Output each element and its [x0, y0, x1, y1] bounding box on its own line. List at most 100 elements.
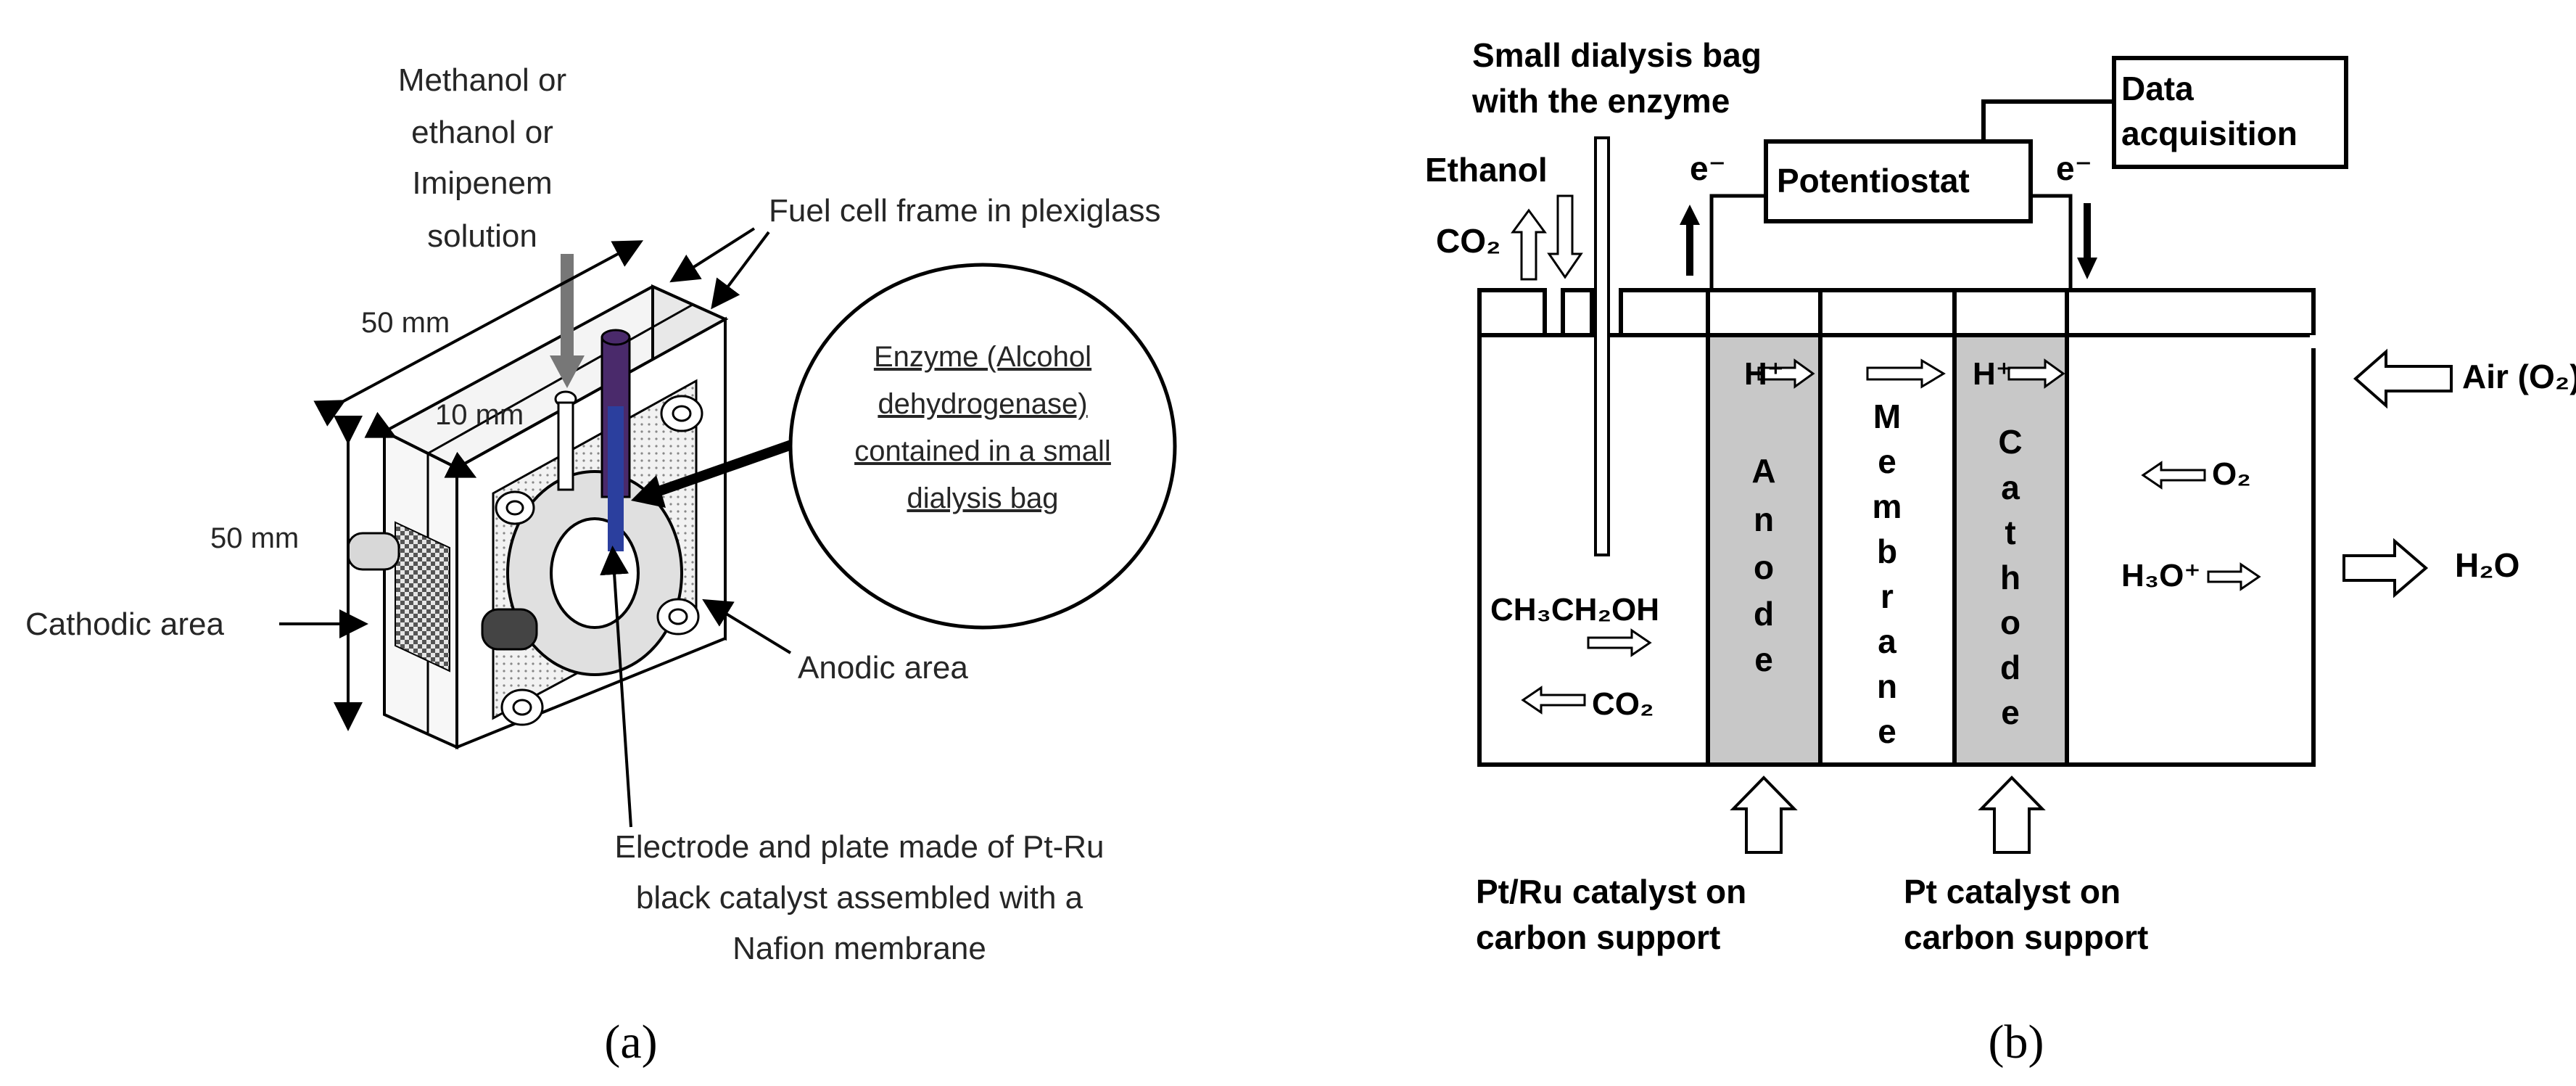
anode-port — [481, 608, 538, 651]
ch3ch2oh-label: CH₃CH₂OH — [1490, 592, 1659, 628]
co2-bottom-label: CO₂ — [1592, 686, 1654, 722]
co2-up-arrow — [1511, 208, 1547, 281]
cathode-letter: h — [2000, 559, 2020, 596]
lid-seg-1 — [1477, 288, 1547, 337]
h3o-arrow — [2207, 562, 2261, 591]
anode-electrode — [1706, 333, 1822, 767]
cathodic-label: Cathodic area — [25, 606, 224, 642]
membrane-letter: b — [1877, 532, 1897, 570]
ethanol-in-arrow — [1587, 628, 1652, 657]
h-plus-arrow-2 — [1866, 358, 1946, 389]
screws — [495, 395, 703, 726]
cathode-letter: o — [2000, 604, 2020, 641]
o2-label: O₂ — [2212, 456, 2251, 492]
fuel-label-1: Methanol or — [398, 62, 566, 98]
enzyme-arrow — [651, 437, 800, 498]
anode-letter: o — [1754, 548, 1774, 586]
enzyme-arrowhead — [631, 475, 666, 508]
h-plus-anode-label: H⁺ — [1744, 356, 1784, 392]
catalyst-left-2: carbon support — [1476, 918, 1720, 956]
h-plus-arrow-1 — [1757, 358, 1815, 389]
dim-depth-label: 10 mm — [435, 399, 524, 431]
data-acq-label-2: acquisition — [2121, 115, 2298, 152]
potentiostat-label: Potentiostat — [1777, 162, 1970, 199]
co2-out-arrow — [1521, 686, 1586, 715]
cathode-wire — [2031, 194, 2073, 290]
h2o-label: H₂O — [2455, 546, 2519, 584]
catalyst-right-1: Pt catalyst on — [1904, 873, 2121, 910]
cathode-letters: C a t h o d e — [1998, 423, 2022, 731]
co2-top-label: CO₂ — [1436, 222, 1500, 260]
enzyme-callout-1: Enzyme (Alcohol — [874, 341, 1091, 373]
catalyst-right-arrow — [1978, 776, 2046, 854]
anodic-arrow — [702, 598, 792, 654]
fill-tube — [557, 401, 574, 491]
membrane-letter: a — [1878, 622, 1896, 660]
electrode-arrow — [600, 546, 632, 828]
anodic-label: Anodic area — [798, 650, 968, 686]
anode-letter: e — [1754, 641, 1773, 678]
cathode-letter: e — [2001, 694, 2020, 731]
dim-depth-line — [364, 411, 477, 478]
membrane-letter: r — [1881, 577, 1894, 615]
frame-arrow-2 — [711, 231, 770, 310]
dim-top-label: 50 mm — [361, 307, 450, 339]
electron-right-label: e⁻ — [2056, 149, 2092, 187]
membrane-letter: M — [1873, 398, 1901, 435]
dialysis-label-2: with the enzyme — [1471, 82, 1730, 120]
fuel-label-3: Imipenem — [412, 165, 552, 201]
dim-side-label: 50 mm — [210, 522, 299, 554]
anode-letter: A — [1751, 452, 1775, 490]
potentiostat-to-daq-wire — [1981, 99, 2114, 141]
air-arrow — [2353, 348, 2453, 409]
electron-left-label: e⁻ — [1690, 149, 1726, 187]
catalyst-left-1: Pt/Ru catalyst on — [1476, 873, 1746, 910]
data-acq-box — [2112, 56, 2348, 169]
caption-a: (a) — [604, 1016, 657, 1069]
membrane-letter: e — [1878, 443, 1896, 480]
catalyst-right-2: carbon support — [1904, 918, 2148, 956]
membrane-letter: m — [1873, 488, 1902, 525]
membrane-letters: M e m b r a n e — [1873, 398, 1902, 750]
h-plus-cathode-label: H⁺ — [1973, 356, 2012, 392]
anode-wire — [1709, 194, 1766, 290]
electrode-label-1: Electrode and plate made of Pt-Ru — [614, 829, 1104, 865]
potentiostat-box — [1764, 139, 2033, 223]
panel-a: Methanol or ethanol or Imipenem solution… — [25, 62, 1177, 1069]
cathode-letter: C — [1998, 423, 2022, 461]
lid-seg-3 — [1619, 288, 2316, 337]
frame-arrow-1 — [669, 227, 756, 283]
enzyme-callout-2: dehydrogenase) — [878, 388, 1087, 420]
dialysis-bag-tube — [1594, 136, 1610, 556]
cathodic-hatch — [395, 521, 450, 672]
lid-seg-2 — [1561, 288, 1594, 337]
caption-b: (b) — [1989, 1016, 2044, 1069]
data-acq-label-1: Data — [2121, 70, 2194, 107]
h-plus-arrow-3 — [2007, 358, 2065, 389]
fuel-label-4: solution — [427, 218, 537, 254]
h2o-arrow — [2342, 538, 2429, 598]
cell-body — [1477, 333, 2316, 767]
anode-letter: d — [1754, 595, 1774, 633]
dialysis-label-1: Small dialysis bag — [1472, 36, 1762, 74]
h3o-label: H₃O⁺ — [2121, 558, 2201, 593]
o2-arrow — [2141, 461, 2206, 490]
panel-b — [1477, 56, 2453, 854]
cathode-port — [347, 532, 400, 571]
enzyme-callout-4: dialysis bag — [907, 482, 1058, 514]
membrane-letter: n — [1877, 667, 1897, 705]
ethanol-down-arrow — [1547, 194, 1583, 279]
anode-letter: n — [1754, 501, 1774, 538]
electrode-label-3: Nafion membrane — [732, 931, 986, 966]
frame-label: Fuel cell frame in plexiglass — [769, 193, 1160, 229]
ethanol-label: Ethanol — [1425, 151, 1548, 189]
anode-letters: A n o d e — [1751, 452, 1775, 678]
air-label: Air (O₂) — [2462, 358, 2576, 395]
enzyme-callout-circle — [788, 263, 1177, 630]
electron-up-arrowhead — [1680, 205, 1700, 225]
membrane-letter: e — [1878, 712, 1896, 750]
dim-top-line — [313, 240, 644, 427]
catalyst-left-arrow — [1730, 776, 1798, 854]
electrode-label-2: black catalyst assembled with a — [636, 880, 1083, 916]
